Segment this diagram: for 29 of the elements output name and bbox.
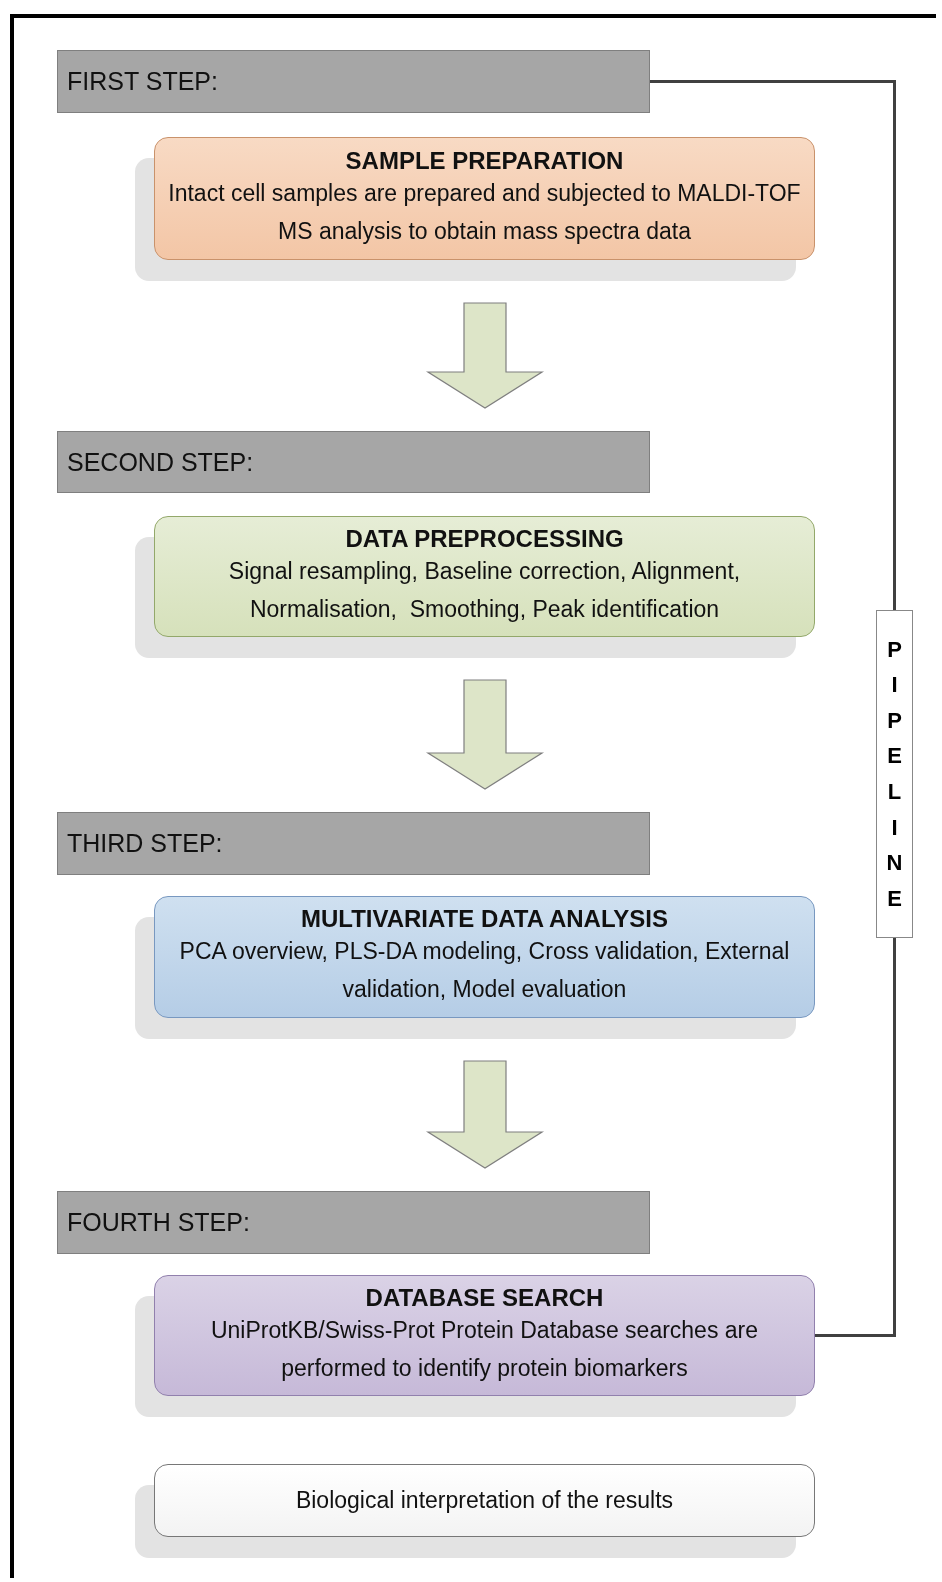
process-box [154,896,815,1018]
box-text: UniProtKB/Swiss-Prot Protein Database searches are performed to identify protein biomarkers [209,1315,760,1383]
process-box [154,137,815,260]
box-heading: DATA PREPROCESSING [345,524,624,553]
box-heading: SAMPLE PREPARATION [345,146,624,175]
block-arrow [425,1060,545,1169]
box-heading: MULTIVARIATE DATA ANALYSIS [300,905,669,934]
block-arrow [425,302,545,409]
box-text: Biological interpretation of the results [295,1485,674,1515]
process-box [154,1464,815,1537]
box-text: Signal resampling, Baseline correction, Alignment, Normalisation, Smoothing, Peak identification [227,556,742,624]
step-bar [57,431,650,493]
connector-line [650,80,896,610]
vertical-label: PIPELINE [886,635,903,913]
step-label: FOURTH STEP: [67,1208,251,1237]
connector-line [815,938,896,1337]
step-label: FIRST STEP: [67,67,219,96]
box-text: Intact cell samples are prepared and subjected to MALDI-TOF MS analysis to obtain mass spectra data [167,178,802,246]
block-arrow [425,679,545,790]
process-box [154,516,815,637]
box-text: PCA overview, PLS-DA modeling, Cross validation, External validation, Model evaluation [178,937,791,1004]
step-bar [57,50,650,113]
pipeline-box [876,610,913,938]
step-label: THIRD STEP: [67,829,224,858]
process-box [154,1275,815,1396]
step-bar [57,1191,650,1254]
step-label: SECOND STEP: [67,447,255,477]
box-heading: DATABASE SEARCH [365,1283,604,1312]
step-bar [57,812,650,875]
